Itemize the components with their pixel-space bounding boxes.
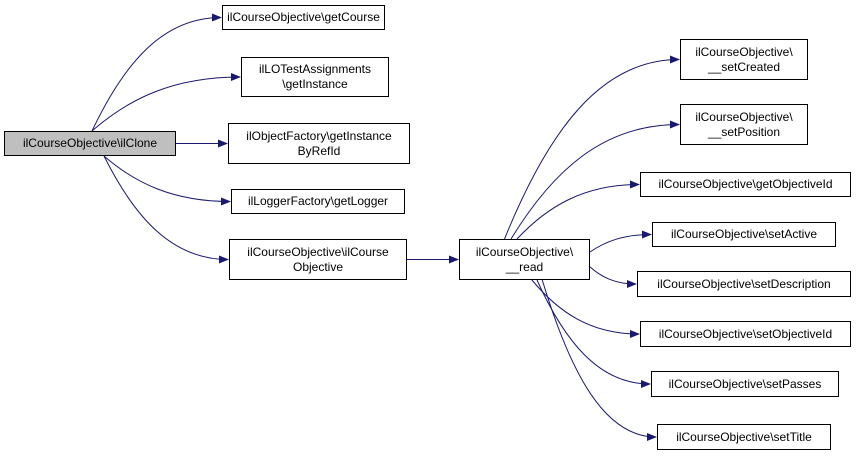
edge-read-to-setCreated xyxy=(504,55,680,240)
node-label-line2: Objective xyxy=(292,259,344,274)
node-set-description[interactable]: ilCourseObjective\setDescription xyxy=(637,271,851,297)
node-set-passes[interactable]: ilCourseObjective\setPasses xyxy=(651,371,839,397)
node-label-line2: ByRefId xyxy=(297,143,341,158)
node-label: ilLoggerFactory\getLogger xyxy=(247,194,389,208)
node-read[interactable]: ilCourseObjective\ __read xyxy=(459,239,590,280)
edge-read-to-setObjectiveId xyxy=(531,279,640,338)
node-label-line2: __read xyxy=(505,259,544,274)
edge-read-to-setActive xyxy=(589,230,652,253)
node-course-objective-constructor[interactable]: ilCourseObjective\ilCourse Objective xyxy=(229,239,407,280)
node-label-line1: ilCourseObjective\ xyxy=(695,44,793,59)
node-lo-test-assignments-get-instance[interactable]: ilLOTestAssignments \getInstance xyxy=(241,57,389,97)
node-label: ilCourseObjective\setTitle xyxy=(676,429,812,444)
node-label-line2: __setPosition xyxy=(707,124,781,139)
node-label-line1: ilLOTestAssignments xyxy=(258,62,372,76)
edge-read-to-setPasses xyxy=(536,279,651,388)
node-label: ilCourseObjective\setDescription xyxy=(657,276,831,291)
edge-read-to-setTitle xyxy=(541,279,657,441)
node-label: ilCourseObjective\setActive xyxy=(670,227,818,241)
node-label-line1: ilCourseObjective\ilCourse xyxy=(247,244,389,259)
node-set-created[interactable]: ilCourseObjective\ __setCreated xyxy=(680,39,808,80)
node-label: ilCourseObjective\ilClone xyxy=(22,136,158,150)
node-label-line1: ilCourseObjective\ xyxy=(695,109,793,124)
edge-read-to-setPosition xyxy=(510,120,680,240)
edge-clone-to-getCourse xyxy=(91,13,222,132)
edge-clone-to-ctor xyxy=(103,155,229,264)
edge-read-to-setDescription xyxy=(589,266,637,288)
node-label-line2: \getInstance xyxy=(282,77,348,91)
node-label: ilCourseObjective\getCourse xyxy=(227,10,380,24)
node-set-active[interactable]: ilCourseObjective\setActive xyxy=(652,222,836,247)
node-label: ilCourseObjective\getObjectiveId xyxy=(658,177,833,191)
node-label-line2: __setCreated xyxy=(707,59,781,74)
edge-read-to-getObjectiveId xyxy=(516,180,640,240)
node-get-objective-id[interactable]: ilCourseObjective\getObjectiveId xyxy=(640,172,851,197)
node-label-line1: ilCourseObjective\ xyxy=(475,244,574,259)
node-get-course[interactable]: ilCourseObjective\getCourse xyxy=(222,5,385,30)
edge-clone-to-loTestAssign xyxy=(91,73,241,132)
node-label: ilCourseObjective\setObjectiveId xyxy=(658,326,833,341)
node-set-title[interactable]: ilCourseObjective\setTitle xyxy=(657,424,831,450)
node-set-objective-id[interactable]: ilCourseObjective\setObjectiveId xyxy=(640,321,851,347)
edge-clone-to-loggerFactory xyxy=(103,155,231,206)
node-label-line1: ilObjectFactory\getInstance xyxy=(246,128,392,143)
node-set-position[interactable]: ilCourseObjective\ __setPosition xyxy=(680,104,808,145)
node-ilclone-root: ilCourseObjective\ilClone xyxy=(4,131,176,156)
node-object-factory-get-instance-by-ref-id[interactable]: ilObjectFactory\getInstance ByRefId xyxy=(228,123,410,164)
node-logger-factory-get-logger[interactable]: ilLoggerFactory\getLogger xyxy=(231,189,405,214)
node-label: ilCourseObjective\setPasses xyxy=(668,376,822,391)
